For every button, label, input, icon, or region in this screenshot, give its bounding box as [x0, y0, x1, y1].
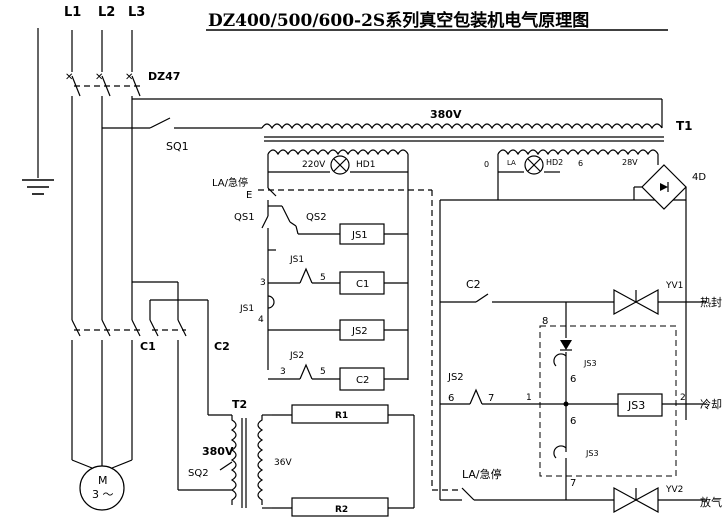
- node-7-low-label: 7: [570, 478, 576, 489]
- svg-text:✕: ✕: [95, 72, 103, 83]
- svg-text:✕: ✕: [65, 72, 73, 83]
- heater-r2: [291, 497, 389, 517]
- c1-main-label: C1: [140, 340, 156, 353]
- secondary-220v: 220V HD1: [267, 149, 409, 175]
- emergency-stop-bottom: LA/急停: [440, 467, 614, 501]
- phase-l2-label: L2: [98, 5, 115, 20]
- bridge-rectifier-4d: 4D: [634, 164, 706, 420]
- ground-symbol: [22, 28, 54, 195]
- js3-top-label: JS3: [583, 359, 597, 368]
- r2-label: R2: [335, 505, 348, 515]
- qs2-label: QS2: [306, 212, 327, 223]
- breaker-dz47: ✕ ✕ ✕ DZ47: [65, 30, 180, 97]
- t1-label: T1: [676, 119, 693, 133]
- la-top-label: LA/急停: [212, 176, 248, 189]
- js1-contact-label: JS1: [289, 255, 304, 265]
- js2-ctrl-label: JS2: [447, 372, 464, 383]
- t2-label: T2: [232, 398, 247, 411]
- v28-label: 28V: [622, 158, 638, 167]
- emergency-stop-top: LA/急停 E: [212, 176, 462, 491]
- valve-yv2: YV2 放气: [613, 485, 722, 514]
- phase-l3-label: L3: [128, 5, 145, 20]
- v220-label: 220V: [302, 160, 326, 170]
- sq1-switch: [149, 117, 171, 129]
- v36-label: 36V: [274, 458, 292, 468]
- node-3a-label: 3: [260, 278, 266, 288]
- svg-text:✕: ✕: [125, 72, 133, 83]
- contactor-c1: C1: [71, 319, 156, 460]
- node-6-left-label: 6: [448, 393, 454, 404]
- js2-control-contact: JS2 6 7 1: [440, 372, 618, 405]
- voltage-380-label: 380V: [430, 108, 462, 121]
- contactor-c2: C2: [132, 281, 232, 491]
- breaker-label: DZ47: [148, 70, 180, 83]
- release-label: 放气: [700, 495, 722, 509]
- coil-js3: [617, 393, 663, 417]
- c2-main-label: C2: [214, 340, 230, 353]
- cooling-label: 冷却: [700, 398, 722, 411]
- yv1-label: YV1: [665, 281, 683, 291]
- js3-coil-label: JS3: [627, 399, 645, 412]
- transformer-t1: 380V T1: [261, 108, 693, 142]
- motor-m-label: M: [98, 474, 108, 487]
- r1-label: R1: [335, 411, 348, 421]
- c2-coil-label: C2: [356, 375, 369, 386]
- c2-ctrl-label: C2: [466, 278, 481, 291]
- la-bottom-label: LA/急停: [462, 467, 502, 481]
- js2-coil-label: JS2: [351, 326, 368, 337]
- diagram-title: DZ400/500/600-2S系列真空包装机电气原理图: [208, 10, 589, 31]
- phase-l1-label: L1: [64, 5, 81, 20]
- valve-yv1: YV1 热封: [613, 281, 722, 316]
- js1-coil-label: JS1: [351, 230, 368, 241]
- js1-contact: JS1 3 5: [260, 255, 340, 288]
- node-3b-label: 3: [280, 367, 286, 377]
- js2-contact: JS2 3 5: [268, 351, 340, 380]
- js1-timer-symbol: [267, 295, 275, 309]
- node-7-left-label: 7: [488, 393, 494, 404]
- sq2-switch: SQ2: [188, 461, 233, 479]
- node-6-low-label: 6: [570, 416, 576, 427]
- node-6-mid-label: 6: [570, 374, 576, 385]
- c1-coil-label: C1: [356, 279, 369, 290]
- node-8-label: 8: [542, 316, 548, 327]
- js3-block: 8 JS3 6 6 JS3: [539, 302, 677, 500]
- node-5b-label: 5: [320, 367, 326, 377]
- heater-r1: [291, 404, 389, 424]
- motor: M 3 ～: [71, 459, 133, 511]
- qs1-label: QS1: [234, 212, 255, 223]
- js3-bottom-label: JS3: [585, 449, 599, 458]
- node-0-label: 0: [484, 160, 489, 169]
- node-4-label: 4: [258, 315, 264, 325]
- selector-qs1-qs2: QS1 QS2: [234, 205, 340, 235]
- transformer-t2: T2 380V 36V: [202, 398, 292, 509]
- node-5a-label: 5: [320, 273, 326, 283]
- bridge-label: 4D: [692, 172, 706, 183]
- la-lamp-label: LA: [507, 159, 516, 167]
- yv2-label: YV2: [665, 485, 683, 495]
- heat-seal-label: 热封: [700, 295, 722, 309]
- v380-left-label: 380V: [202, 445, 234, 458]
- sq1-label: SQ1: [166, 140, 189, 153]
- motor-phase-label: 3 ～: [92, 488, 114, 501]
- hd1-label: HD1: [356, 160, 375, 170]
- c2-control-contact: C2: [440, 278, 614, 303]
- node-2-label: 2: [680, 393, 686, 403]
- hd2-label: HD2: [546, 158, 563, 167]
- js2-contact-label: JS2: [289, 351, 304, 361]
- node-6-top-label: 6: [578, 159, 583, 168]
- js1-left-label: JS1: [239, 304, 254, 314]
- e-node-label: E: [246, 190, 252, 201]
- node-1-label: 1: [526, 393, 532, 403]
- sq2-label: SQ2: [188, 468, 209, 479]
